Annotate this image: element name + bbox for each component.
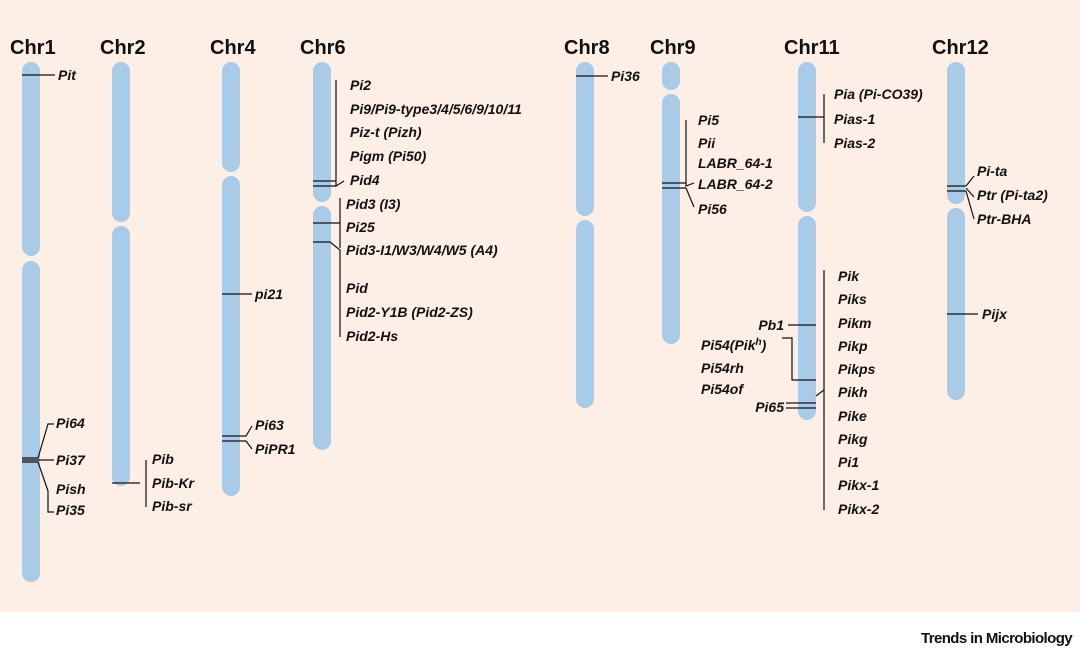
gene-label: PiPR1	[255, 441, 296, 457]
gene-label: Pigm (Pi50)	[350, 148, 427, 164]
gene-label: Pikx-2	[838, 501, 879, 517]
chromosome-chr11: Chr11 Pia (Pi-CO39) Pias-1 Pias-2 Pb1 Pi…	[701, 37, 923, 517]
connector-line	[947, 175, 975, 220]
chr9-long-arm	[662, 94, 680, 344]
chromosome-chr4: Chr4 pi21 Pi63 PiPR1	[210, 37, 296, 496]
gene-label: Pi35	[56, 502, 85, 518]
chromosome-chr9: Chr9 Pi5 Pii LABR_64-1 LABR_64-2 Pi56	[650, 37, 773, 344]
gene-label: Pi56	[698, 201, 727, 217]
connector-line	[313, 241, 341, 337]
gene-label: Pb1	[758, 317, 784, 333]
diagram-panel: Chr1 Pit Pi64 Pi37 Pish Pi35 Chr2 Pib Pi…	[0, 0, 1080, 612]
chr6-short-arm	[313, 62, 331, 202]
chr6-long-arm	[313, 206, 331, 450]
gene-label: LABR_64-1	[698, 155, 773, 171]
connector-line	[815, 270, 825, 510]
chr11-long-arm	[798, 216, 816, 420]
chromosome-chr1: Chr1 Pit Pi64 Pi37 Pish Pi35	[10, 37, 86, 582]
chromosome-chr12: Chr12 Pi-ta Ptr (Pi-ta2) Ptr-BHA Pijx	[932, 37, 1048, 400]
gene-label: Pish	[56, 481, 86, 497]
connector-line	[798, 94, 825, 143]
gene-label: Pikh	[838, 384, 868, 400]
gene-label: Pikx-1	[838, 477, 879, 493]
gene-label: Pi54of	[701, 381, 744, 397]
gene-label: Piks	[838, 291, 867, 307]
gene-label: Pi2	[350, 77, 371, 93]
chr9-short-arm	[662, 62, 680, 90]
gene-label: Pid2-Hs	[346, 328, 398, 344]
chr2-long-arm	[112, 226, 130, 486]
gene-label: Pi9/Pi9-type3/4/5/6/9/10/11	[350, 101, 522, 117]
gene-label: Pib-Kr	[152, 475, 196, 491]
chr1-short-arm	[22, 62, 40, 256]
connector-line	[22, 423, 54, 513]
gene-label: Pijx	[982, 306, 1008, 322]
chromosome-chr8: Chr8 Pi36	[564, 37, 640, 408]
gene-label: Pib	[152, 451, 174, 467]
gene-label: Ptr (Pi-ta2)	[977, 187, 1048, 203]
gene-label: Pikp	[838, 338, 868, 354]
gene-label: Pib-sr	[152, 498, 193, 514]
gene-label: Piz-t (Pizh)	[350, 124, 422, 140]
gene-label: Pii	[698, 135, 716, 151]
gene-label: Pias-2	[834, 135, 875, 151]
chr2-short-arm	[112, 62, 130, 222]
gene-label: Pikps	[838, 361, 876, 377]
chr4-label: Chr4	[210, 37, 256, 59]
chr12-label: Chr12	[932, 37, 989, 59]
gene-label: Pi36	[611, 68, 640, 84]
journal-footer: Trends in Microbiology	[921, 630, 1073, 647]
chr4-long-arm	[222, 176, 240, 496]
chr9-label: Chr9	[650, 37, 696, 59]
gene-label: Pi1	[838, 454, 859, 470]
gene-label: Pi54rh	[701, 360, 744, 376]
chr11-label: Chr11	[784, 37, 840, 59]
gene-label: Pid	[346, 280, 368, 296]
gene-label: Pid2-Y1B (Pid2-ZS)	[346, 304, 473, 320]
chr2-label: Chr2	[100, 37, 146, 59]
chr12-long-arm	[947, 208, 965, 400]
connector-line	[112, 460, 147, 507]
gene-label: Pike	[838, 408, 867, 424]
gene-label: Pikg	[838, 431, 868, 447]
chr8-label: Chr8	[564, 37, 610, 59]
connector-line	[313, 80, 345, 188]
chr8-long-arm	[576, 220, 594, 408]
connector-line	[662, 120, 695, 208]
gene-label: Pi5	[698, 112, 719, 128]
gene-label: pi21	[254, 286, 283, 302]
gene-label: Pi63	[255, 417, 284, 433]
gene-label: Pik	[838, 268, 860, 284]
connector-line	[782, 337, 816, 381]
gene-label: Pid3-I1/W3/W4/W5 (A4)	[346, 242, 498, 258]
connector-line	[222, 425, 253, 450]
connector-line	[313, 198, 341, 248]
gene-label: Pid4	[350, 172, 380, 188]
gene-label: Pias-1	[834, 111, 875, 127]
gene-label: Pi64	[56, 415, 85, 431]
gene-label: Pi25	[346, 219, 375, 235]
gene-label: LABR_64-2	[698, 176, 773, 192]
gene-label: Pit	[58, 67, 77, 83]
chr12-short-arm	[947, 62, 965, 204]
gene-label: Pi-ta	[977, 163, 1008, 179]
connector-line	[786, 402, 816, 409]
chr1-long-arm	[22, 261, 40, 582]
chr8-short-arm	[576, 62, 594, 216]
gene-label: Pi54(Pikh)	[701, 337, 767, 353]
chr11-short-arm	[798, 62, 816, 212]
gene-label: Pi37	[56, 452, 86, 468]
chr6-label: Chr6	[300, 37, 346, 59]
gene-label: Ptr-BHA	[977, 211, 1031, 227]
gene-label: Pi65	[755, 399, 784, 415]
gene-label: Pid3 (I3)	[346, 196, 401, 212]
chromosome-chr2: Chr2 Pib Pib-Kr Pib-sr	[100, 37, 196, 514]
chr4-short-arm	[222, 62, 240, 172]
chromosome-chr6: Chr6 Pi2 Pi9/Pi9-type3/4/5/6/9/10/11 Piz…	[300, 37, 522, 450]
gene-label: Pikm	[838, 315, 871, 331]
chr1-label: Chr1	[10, 37, 56, 59]
gene-label: Pia (Pi-CO39)	[834, 86, 923, 102]
chromosome-map: Chr1 Pit Pi64 Pi37 Pish Pi35 Chr2 Pib Pi…	[10, 37, 1048, 582]
